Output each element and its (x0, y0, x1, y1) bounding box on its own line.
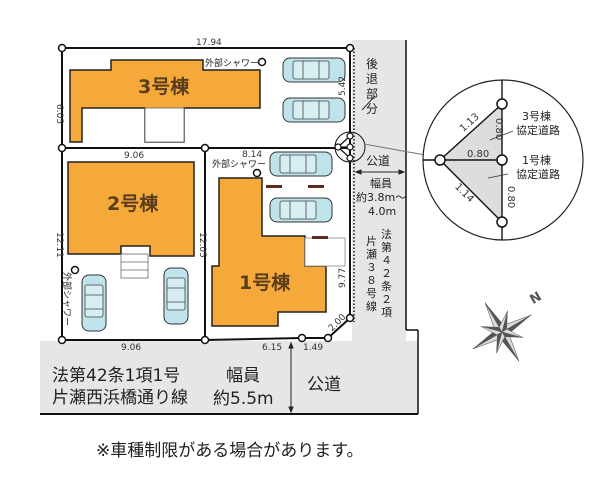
dim-lot3-right: 5.42 (338, 76, 348, 96)
svg-text:片: 片 (366, 235, 377, 248)
dim-lot2-top: 9.06 (124, 151, 144, 161)
east-road-width-value: 約3.8m〜 (356, 190, 406, 204)
detail-b1-label-1: 1号棟 (522, 153, 551, 167)
detail-b3-label-1: 3号棟 (522, 109, 551, 123)
building-2-label: 2号棟 (107, 192, 159, 215)
dim-bottom-mid: 6.15 (262, 343, 282, 353)
south-road-law-line2: 片瀬西浜橋通り線 (52, 388, 188, 408)
dim-bottom-right: 1.49 (303, 343, 323, 353)
east-road (352, 40, 406, 342)
car (282, 57, 346, 83)
car (269, 151, 333, 177)
south-road-label: 公道 (307, 375, 341, 395)
svg-text:第: 第 (381, 240, 392, 254)
detail-vert-top: 0.80 (493, 118, 504, 140)
svg-text:瀬: 瀬 (366, 247, 377, 261)
south-road-width-label: 幅員 (226, 366, 260, 386)
vehicle-restriction-note: ※車種制限がある場合があります。 (96, 441, 364, 461)
south-road-width-value: 約5.5m (213, 389, 274, 409)
building-1-label: 1号棟 (239, 271, 291, 294)
car (269, 197, 333, 223)
svg-text:分: 分 (366, 102, 378, 116)
svg-text:部: 部 (366, 86, 378, 101)
detail-mid: 0.80 (467, 149, 489, 160)
svg-text:項: 項 (381, 306, 392, 319)
svg-text:２: ２ (381, 267, 392, 280)
building-3-label: 3号棟 (138, 75, 190, 98)
exterior-shower-label: 外部シャワー (212, 158, 266, 170)
east-road-label: 公道 (366, 154, 390, 168)
dim-lot2-left: 12.11 (54, 232, 64, 258)
east-road-law-col1: 法 第 ４ ２ 条 ２ 項 (381, 227, 392, 319)
svg-text:条: 条 (381, 279, 392, 293)
svg-text:８: ８ (366, 274, 377, 287)
exterior-shower-label: 外部シャワー (61, 272, 73, 326)
dim-lot2-right: 12.05 (197, 232, 207, 258)
svg-text:２: ２ (381, 293, 392, 306)
dim-lot1-top: 8.14 (242, 150, 262, 160)
svg-text:後: 後 (366, 57, 378, 71)
svg-text:退: 退 (366, 72, 378, 86)
south-road-law-line1: 法第42条1項1号 (52, 366, 180, 386)
detail-b1-label-2: 協定道路 (516, 167, 560, 181)
detail-b3-label-2: 協定道路 (516, 123, 560, 137)
car (81, 274, 107, 332)
exterior-shower-label: 外部シャワー (205, 57, 259, 69)
south-road (40, 341, 418, 414)
svg-text:号: 号 (366, 287, 377, 300)
east-road-law-col2: 片 瀬 ３ ８ 号 線 (366, 235, 377, 313)
dim-bottom-left: 9.06 (121, 343, 141, 353)
east-road-width-label: 幅員 (370, 177, 392, 190)
building-1 (211, 177, 327, 327)
setback-label: 後 退 部 分 (366, 57, 378, 116)
dim-lot3-left: 6.05 (54, 104, 64, 124)
road-detail-circle (422, 79, 584, 241)
dim-top: 17.94 (196, 38, 222, 48)
svg-text:法: 法 (381, 227, 392, 241)
survey-points (57, 43, 355, 345)
compass-icon (472, 302, 532, 362)
svg-text:線: 線 (366, 299, 377, 313)
detail-vert-bottom: 0.80 (505, 186, 516, 208)
car (282, 97, 346, 123)
car (163, 267, 189, 325)
building-2 (67, 161, 195, 257)
svg-text:４: ４ (381, 254, 392, 267)
east-road-width-value-2: 4.0m (368, 205, 396, 218)
dim-lot1-right: 9.77 (338, 268, 348, 288)
svg-text:３: ３ (366, 261, 377, 274)
compass-north-label: N (528, 289, 545, 307)
